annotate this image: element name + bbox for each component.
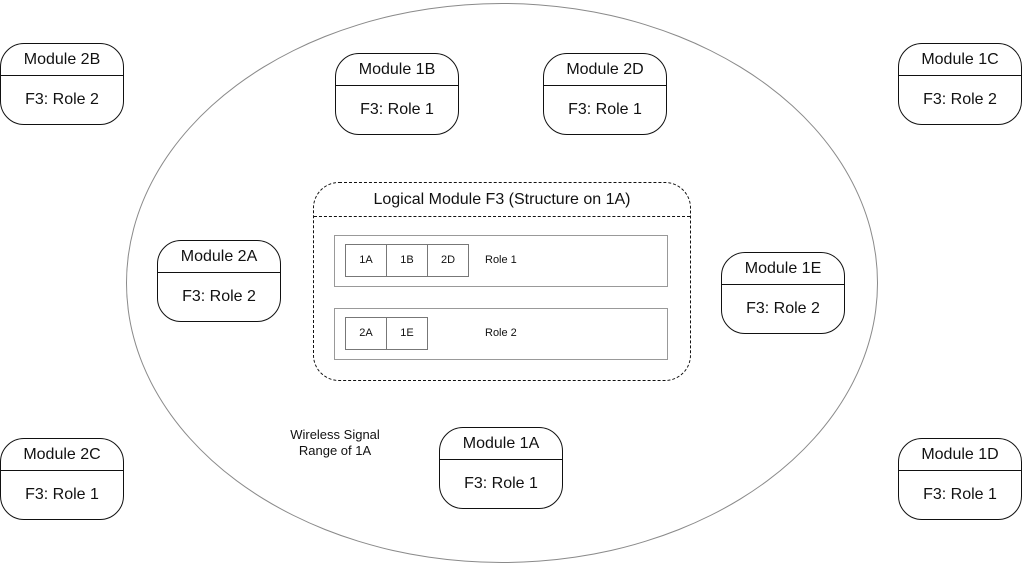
wireless-range-label-line1: Wireless Signal — [290, 427, 380, 442]
module-title: Module 2C — [1, 439, 123, 471]
wireless-range-label: Wireless Signal Range of 1A — [270, 427, 400, 459]
wireless-range-ellipse — [126, 3, 878, 563]
module-title: Module 1E — [722, 253, 844, 285]
logical-module-f3: Logical Module F3 (Structure on 1A) 1A 1… — [313, 182, 691, 381]
module-role: F3: Role 2 — [25, 91, 99, 108]
module-role: F3: Role 2 — [182, 288, 256, 305]
module-1a: Module 1A F3: Role 1 — [439, 427, 563, 509]
module-role: F3: Role 1 — [25, 486, 99, 503]
role-cell: 1E — [386, 317, 428, 350]
module-title: Module 2B — [1, 44, 123, 76]
wireless-range-label-line2: Range of 1A — [298, 443, 372, 458]
module-title: Module 2A — [158, 241, 280, 273]
module-role: F3: Role 1 — [360, 101, 434, 118]
module-role: F3: Role 1 — [923, 486, 997, 503]
role-label: Role 2 — [485, 327, 517, 339]
module-title: Module 1C — [899, 44, 1021, 76]
role-cell: 1A — [345, 244, 387, 277]
module-title: Module 2D — [544, 54, 666, 86]
module-2d: Module 2D F3: Role 1 — [543, 53, 667, 135]
module-1d: Module 1D F3: Role 1 — [898, 438, 1022, 520]
module-role: F3: Role 2 — [923, 91, 997, 108]
role-cell: 2A — [345, 317, 387, 350]
module-title: Module 1D — [899, 439, 1021, 471]
module-role: F3: Role 1 — [464, 475, 538, 492]
role-row-1: 1A 1B 2D Role 1 — [334, 235, 668, 287]
module-1b: Module 1B F3: Role 1 — [335, 53, 459, 135]
role-label: Role 1 — [485, 254, 517, 266]
module-1c: Module 1C F3: Role 2 — [898, 43, 1022, 125]
module-2c: Module 2C F3: Role 1 — [0, 438, 124, 520]
module-1e: Module 1E F3: Role 2 — [721, 252, 845, 334]
module-role: F3: Role 2 — [746, 300, 820, 317]
role-cell: 1B — [386, 244, 428, 277]
module-title: Module 1A — [440, 428, 562, 460]
module-title: Module 1B — [336, 54, 458, 86]
module-2b: Module 2B F3: Role 2 — [0, 43, 124, 125]
role-row-2: 2A 1E Role 2 — [334, 308, 668, 360]
module-2a: Module 2A F3: Role 2 — [157, 240, 281, 322]
role-cell: 2D — [427, 244, 469, 277]
module-role: F3: Role 1 — [568, 101, 642, 118]
logical-module-title: Logical Module F3 (Structure on 1A) — [314, 183, 690, 217]
